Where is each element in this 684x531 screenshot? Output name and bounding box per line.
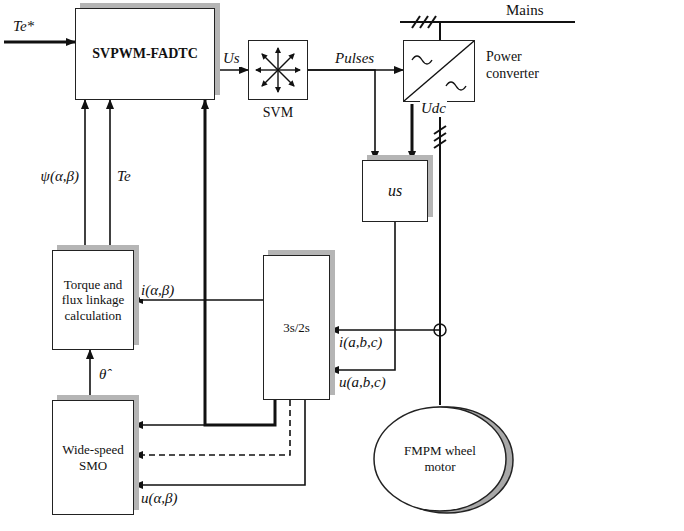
converter-symbol xyxy=(404,41,474,101)
observer-box: Wide-speed SMO xyxy=(52,400,134,515)
dc-voltage-arrow xyxy=(411,104,414,160)
connector xyxy=(89,350,91,400)
connector xyxy=(134,299,263,301)
connector xyxy=(84,100,86,250)
node-text: FMPM wheel motor xyxy=(390,441,490,476)
signal-label: Pulses xyxy=(334,50,375,67)
controller-box: SVPWM-FADTC xyxy=(75,8,215,100)
node-text: Wide-speed SMO xyxy=(53,440,133,475)
connector xyxy=(134,400,305,485)
connector xyxy=(134,400,290,455)
connector xyxy=(308,70,375,160)
connector xyxy=(330,330,440,405)
signal-label: i(α,β) xyxy=(140,282,175,299)
motor-circle: FMPM wheel motor xyxy=(372,405,508,513)
voltage-box: us xyxy=(362,160,428,222)
svm-box: SVM xyxy=(248,40,308,100)
node-text: SVM xyxy=(259,103,297,124)
connector xyxy=(215,69,248,71)
signal-label: Te xyxy=(116,168,132,185)
signal-label: u(a,b,c) xyxy=(338,374,387,391)
reference-arrow xyxy=(4,41,75,44)
connector xyxy=(109,100,111,250)
node-text: Torque and flux linkage calculation xyxy=(53,275,133,326)
converter-box: Power converter xyxy=(403,40,475,102)
node-text: us xyxy=(384,179,406,202)
signal-label: Te* xyxy=(12,18,35,35)
svm-symbol xyxy=(256,48,300,92)
node-text: SVPWM-FADTC xyxy=(88,44,202,65)
mains-line xyxy=(400,16,575,148)
signal-label: Us xyxy=(222,50,241,67)
signal-label: ψ(α,β) xyxy=(40,168,80,185)
signal-label: i(a,b,c) xyxy=(338,334,383,351)
signal-label: u(α,β) xyxy=(140,490,179,507)
calculation-box: Torque and flux linkage calculation xyxy=(52,250,134,350)
connector xyxy=(330,222,395,370)
signal-label: Udc xyxy=(420,100,447,117)
node-text: 3s/2s xyxy=(279,318,314,338)
node-text: Power converter xyxy=(482,47,560,85)
signal-label: θ̂ xyxy=(98,366,107,383)
signal-label: Mains xyxy=(505,2,545,19)
transform-box: 3s/2s xyxy=(263,255,330,400)
